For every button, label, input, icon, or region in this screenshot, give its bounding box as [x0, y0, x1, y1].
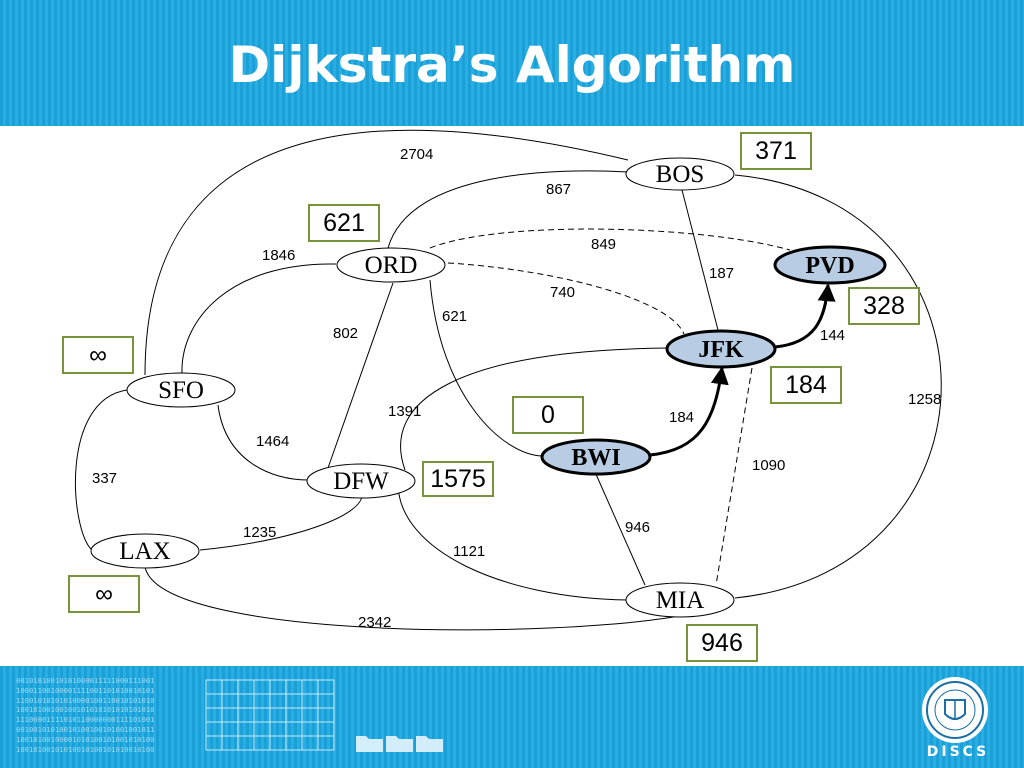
edge-sfo-lax	[74, 389, 128, 551]
distance-dfw: 1575	[422, 461, 494, 497]
edge-bwi-jfk-arrow	[649, 366, 729, 457]
distance-sfo: ∞	[62, 336, 134, 374]
edge-jfk-mia	[715, 367, 753, 586]
weight-lax-mia: 2342	[358, 614, 391, 631]
distance-lax: ∞	[68, 575, 140, 613]
weight-ord-sfo: 1846	[262, 247, 295, 264]
edge-bos-mia	[734, 174, 942, 599]
edge-ord-pvd	[429, 228, 791, 251]
footer-folder-icons	[356, 736, 443, 752]
weight-ord-bos: 867	[546, 181, 571, 198]
weight-ord-bwi: 621	[442, 308, 467, 325]
edge-lax-mia	[144, 566, 691, 631]
weight-ord-jfk: 740	[550, 284, 575, 301]
node-sfo-label: SFO	[158, 377, 204, 404]
edge-ord-bwi	[429, 279, 543, 457]
weight-bwi-mia: 946	[625, 519, 650, 536]
footer-graphics	[205, 677, 988, 752]
distance-bos: 371	[740, 132, 812, 170]
node-sfo: SFO	[126, 372, 236, 408]
distance-mia: 946	[686, 624, 758, 662]
node-bos: BOS	[625, 157, 735, 191]
weight-sfo-lax: 337	[92, 470, 117, 487]
weight-ord-dfw: 802	[333, 325, 358, 342]
node-pvd-label: PVD	[805, 253, 854, 279]
weight-jfk-mia: 1090	[752, 457, 785, 474]
weight-sfo-dfw: 1464	[256, 433, 289, 450]
edge-ord-bos	[387, 170, 629, 249]
node-bwi: BWI	[540, 438, 652, 476]
weight-jfk-pvd: 144	[820, 327, 845, 344]
node-jfk-label: JFK	[698, 337, 744, 363]
weight-dfw-mia: 1121	[453, 543, 485, 560]
title-banner: Dijkstra’s Algorithm	[0, 0, 1024, 126]
node-lax-label: LAX	[119, 538, 170, 565]
discs-seal-logo	[922, 677, 988, 743]
node-bwi-label: BWI	[571, 445, 620, 471]
edge-ord-sfo	[181, 263, 337, 375]
discs-logo-text: DISCS	[926, 744, 990, 760]
node-bos-label: BOS	[656, 161, 705, 188]
weight-jfk-bos: 187	[709, 265, 734, 282]
slide-title: Dijkstra’s Algorithm	[228, 36, 796, 94]
node-jfk: JFK	[665, 329, 777, 369]
edge-bwi-mia	[594, 471, 646, 586]
weight-dfw-jfk: 1391	[388, 403, 421, 420]
edge-jfk-pvd-arrow	[774, 283, 836, 349]
node-mia: MIA	[625, 582, 735, 618]
weight-sfo-bos: 2704	[400, 146, 433, 163]
node-ord-label: ORD	[365, 252, 418, 279]
node-ord: ORD	[336, 247, 446, 283]
weight-bos-mia: 1258	[908, 391, 941, 408]
edge-ord-dfw	[327, 282, 394, 469]
edge-dfw-mia	[397, 484, 629, 601]
distance-pvd: 328	[848, 287, 920, 325]
weight-ord-pvd: 849	[591, 236, 616, 253]
footer-grid-icon	[205, 679, 335, 751]
weight-bwi-jfk: 184	[669, 409, 694, 426]
node-pvd: PVD	[773, 245, 887, 285]
edge-jfk-bos	[681, 189, 719, 331]
edge-dfw-jfk	[400, 347, 669, 471]
edge-sfo-dfw	[217, 404, 309, 481]
edge-sfo-bos	[144, 129, 629, 376]
node-mia-label: MIA	[656, 587, 705, 614]
distance-bwi: 0	[512, 396, 584, 434]
edge-lax-dfw	[199, 495, 363, 551]
node-dfw-label: DFW	[333, 468, 389, 495]
weight-lax-dfw: 1235	[243, 524, 276, 541]
distance-jfk: 184	[770, 366, 842, 404]
node-lax: LAX	[90, 533, 200, 569]
node-dfw: DFW	[306, 463, 416, 499]
edge-ord-jfk	[447, 262, 685, 335]
distance-ord: 621	[308, 204, 380, 242]
